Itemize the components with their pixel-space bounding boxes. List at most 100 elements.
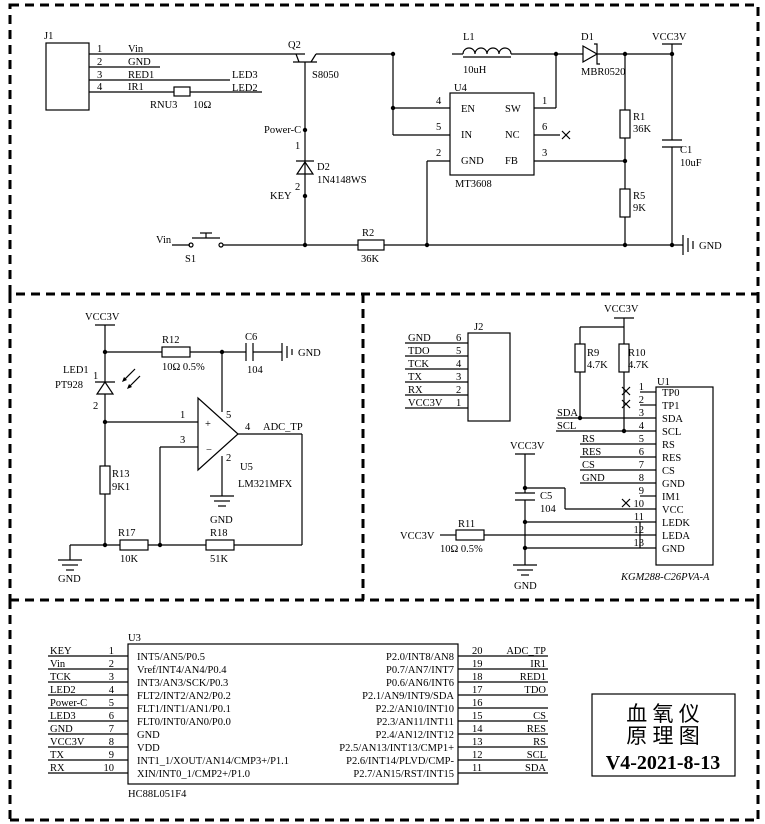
d2-part: 1N4148WS [317, 175, 367, 186]
c1-capacitor: C1 10uF [662, 54, 702, 248]
u3-right-name: P2.3/AN11/INT11 [376, 717, 454, 728]
u3-left-num: 2 [109, 659, 114, 670]
u4-pin-in: IN [461, 130, 472, 141]
u3-right-net: SCL [527, 750, 546, 761]
u3-right-name: P0.6/AN6/INT6 [386, 678, 454, 689]
u1-pin-name: SCL [662, 427, 681, 438]
vcc3v-label-sensor: VCC3V [85, 312, 120, 323]
u3-right-num: 11 [472, 763, 482, 774]
u1-pin-name: RS [662, 440, 675, 451]
u3-left-num: 8 [109, 737, 114, 748]
u3-left-name: INT5/AN5/P0.5 [137, 652, 205, 663]
u5-opamp: + − 5 2 GND U5 LM321MFX 4 ADC_TP [197, 352, 303, 545]
r11-ref: R11 [458, 519, 475, 530]
j2-pin-3-num: 3 [456, 372, 461, 383]
r9-ref: R9 [587, 348, 599, 359]
u3-left-net: Vin [50, 659, 66, 670]
u3-left-net: KEY [50, 646, 72, 657]
l1-inductor: L1 10uH [452, 32, 583, 76]
u1-pin-num: 9 [639, 486, 644, 497]
u3-right-net: ADC_TP [506, 646, 546, 657]
u3-right-num: 18 [472, 672, 483, 683]
vcc3v-label-c5: VCC3V [510, 441, 545, 452]
vcc3v-label-r11: VCC3V [400, 531, 435, 542]
gnd-label-display: GND [514, 581, 537, 592]
u3-right-net: RES [527, 724, 546, 735]
title-line3: V4-2021-8-13 [606, 752, 720, 774]
u3-left-name: INT1_1/XOUT/AN14/CMP3+/P1.1 [137, 756, 289, 767]
j2-pin-1-net: VCC3V [408, 398, 443, 409]
u3-right-name: P2.5/AN13/INT13/CMP1+ [339, 743, 454, 754]
u3-left-num: 10 [104, 763, 115, 774]
j1-pin-3-net: RED1 [128, 70, 154, 81]
u1-net-scl: SCL [557, 421, 576, 432]
j1-pin-1-num: 1 [97, 44, 102, 55]
q2-ref: Q2 [288, 40, 301, 51]
j1-connector: J1 1 2 3 4 Vin GND RED1 IR1 LED3 LED2 RN… [44, 31, 305, 111]
led1-pin1: 1 [93, 371, 98, 382]
c5-ref: C5 [540, 491, 552, 502]
u3-ref: U3 [128, 633, 141, 644]
r2-ref: R2 [362, 228, 374, 239]
j1-pin-3-num: 3 [97, 70, 102, 81]
c5-capacitor: VCC3V C5 104 GND [510, 441, 557, 592]
r2-resistor: R2 36K [357, 228, 683, 265]
r9-value: 4.7K [587, 360, 608, 371]
u5-pin-minus-num: 3 [180, 435, 185, 446]
j2-pin-5-net: TDO [408, 346, 430, 357]
j2-ref: J2 [474, 322, 483, 333]
j2-pin-6-net: GND [408, 333, 431, 344]
j2-pin-4-net: TCK [408, 359, 429, 370]
j1-pin-2-net: GND [128, 57, 151, 68]
gnd-label-u5: GND [210, 515, 233, 526]
j2-pin-5-num: 5 [456, 346, 461, 357]
u4-part: MT3608 [455, 179, 492, 190]
c1-ref: C1 [680, 145, 692, 156]
s1-switch: Vin S1 [156, 232, 358, 265]
r1-ref: R1 [633, 112, 645, 123]
led1-ref: LED1 [63, 365, 89, 376]
d1-ref: D1 [581, 32, 594, 43]
u3-right-name: P2.2/AN10/INT10 [376, 704, 454, 715]
led1-pin2: 2 [93, 401, 98, 412]
u4-mt3608: U4 MT3608 EN IN GND SW NC FB 4 5 2 1 6 3 [390, 51, 628, 248]
c5-value: 104 [540, 504, 557, 515]
u3-right-name: P2.6/INT14/PLVD/CMP- [346, 756, 454, 767]
u5-ref: U5 [240, 462, 253, 473]
u3-left-num: 9 [109, 750, 114, 761]
u1-pin-num: 4 [639, 421, 645, 432]
u3-left-num: 5 [109, 698, 114, 709]
u1-pin-num: 1 [639, 382, 644, 393]
rnu3-value: 10Ω [193, 100, 212, 111]
net-power-c: Power-C [264, 125, 301, 136]
d2-pin2: 2 [295, 182, 300, 193]
u1-pin-name: TP0 [662, 388, 680, 399]
u1-pin-name: IM1 [662, 492, 680, 503]
u3-left-num: 7 [109, 724, 114, 735]
c1-value: 10uF [680, 158, 702, 169]
rnu3-ref: RNU3 [150, 100, 177, 111]
u1-pin-name: VCC [662, 505, 684, 516]
u1-part: KGM288-C26PVA-A [620, 572, 710, 583]
u3-right-net: SDA [525, 763, 546, 774]
u4-ref: U4 [454, 83, 468, 94]
u1-net-gnd: GND [582, 473, 605, 484]
title-line2: 原 理 图 [626, 724, 700, 748]
feedback-divider: R1 36K R5 9K [619, 54, 652, 248]
r5-value: 9K [633, 203, 646, 214]
j2-pin-2-net: RX [408, 385, 423, 396]
j1-pin-4-num: 4 [97, 82, 103, 93]
r18-ref: R18 [210, 528, 228, 539]
u4-num-sw: 1 [542, 96, 547, 107]
u3-left-num: 4 [109, 685, 115, 696]
u1-pin-num: 11 [634, 512, 644, 523]
u3-left-name: INT3/AN3/SCK/P0.3 [137, 678, 228, 689]
j1-pin-1-net: Vin [128, 44, 144, 55]
u1-net-res: RES [582, 447, 601, 458]
j2-pin-6-num: 6 [456, 333, 461, 344]
u3-left-name: FLT2/INT2/AN2/P0.2 [137, 691, 231, 702]
title-line1: 血 氧 仪 [626, 702, 700, 726]
u1-pin-num: 12 [634, 525, 645, 536]
